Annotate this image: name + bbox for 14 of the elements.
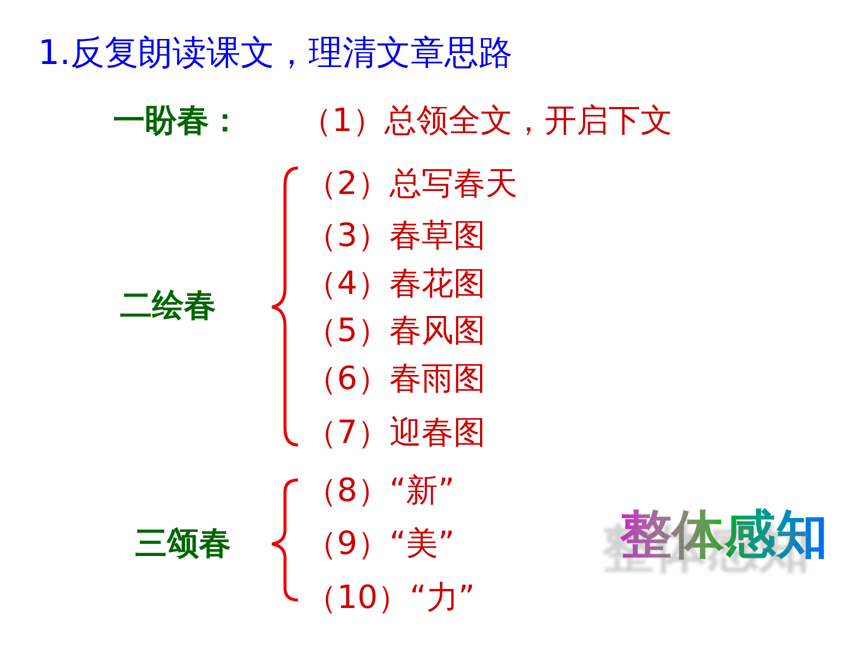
item-label: （7）迎春图 — [305, 412, 486, 452]
item-label: （8）“新” — [305, 470, 455, 510]
item-label: （5）春风图 — [305, 310, 486, 350]
item-label: （6）春雨图 — [305, 358, 486, 398]
heading-label: 二绘春 — [120, 285, 216, 325]
item-label: （2）总写春天 — [305, 163, 518, 203]
heading-label: 一盼春： — [113, 100, 241, 140]
item-label: （4）春花图 — [305, 263, 486, 303]
title: 1.反复朗读课文，理清文章思路 — [38, 32, 512, 74]
item-label: （1）总领全文，开启下文 — [300, 100, 672, 140]
item-label: （10）“力” — [305, 577, 475, 617]
item-label: （3）春草图 — [305, 215, 486, 255]
heading-label: 三颂春 — [135, 523, 231, 563]
item-label: （9）“美” — [305, 523, 455, 563]
